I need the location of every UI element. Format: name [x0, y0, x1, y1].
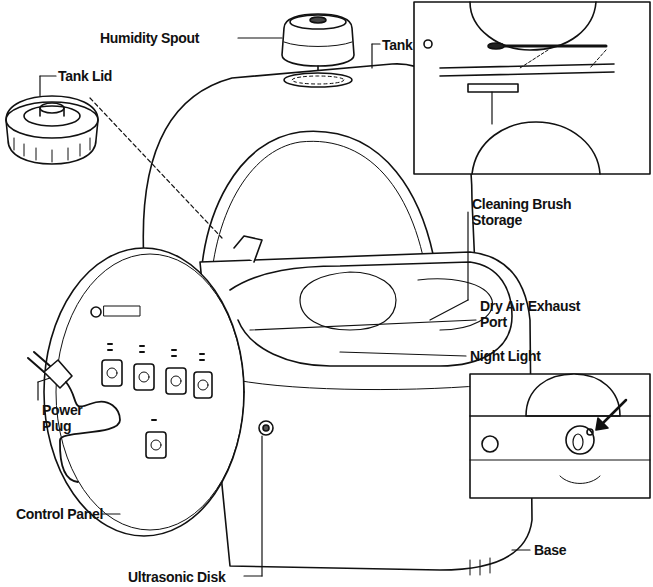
spout-drawing	[282, 14, 354, 66]
leader-lines	[340, 352, 466, 356]
control-panel-drawing	[171, 376, 181, 386]
tank-lid-drawing	[39, 108, 41, 116]
control-panel-drawing	[166, 368, 186, 394]
base-drawing	[263, 425, 269, 431]
part-label: Ultrasonic Disk	[128, 569, 258, 585]
brush-inset	[468, 84, 518, 92]
tank-lid-drawing	[90, 98, 222, 238]
disk-inset	[560, 476, 600, 484]
disk-inset	[566, 426, 594, 454]
tank-lid-drawing	[6, 102, 98, 138]
part-label: Night Light	[470, 348, 570, 364]
disk-inset	[470, 460, 650, 461]
brush-inset	[590, 50, 606, 68]
leader-lines	[102, 38, 530, 576]
part-label: Cleaning Brush Storage	[472, 196, 584, 228]
tank-drawing	[292, 76, 344, 84]
part-label: Base	[534, 542, 594, 558]
leader-lines	[238, 37, 282, 38]
control-panel-drawing	[104, 306, 140, 316]
control-panel-drawing	[198, 380, 208, 390]
tank-lid-drawing	[39, 76, 40, 96]
spout-drawing	[290, 15, 346, 29]
base-drawing	[470, 558, 490, 575]
brush-inset	[440, 72, 614, 76]
leader-lines	[430, 300, 468, 320]
power-plug-drawing	[37, 382, 38, 400]
disk-inset	[470, 415, 650, 417]
brush-inset	[520, 50, 548, 68]
base-drawing	[236, 380, 500, 390]
spout-drawing	[284, 42, 352, 47]
disk-inset	[526, 374, 620, 416]
disk-inset	[596, 418, 608, 430]
brush-inset	[470, 2, 596, 50]
power-plug-drawing	[28, 352, 120, 482]
control-panel-drawing	[102, 360, 122, 386]
control-panel-drawing	[44, 248, 244, 536]
spout-drawing	[310, 17, 326, 23]
control-panel-drawing	[146, 432, 166, 458]
part-label: Dry Air Exhaust Port	[480, 298, 584, 330]
tank-drawing	[371, 44, 372, 68]
base-drawing	[300, 272, 396, 330]
base-drawing	[234, 236, 262, 262]
brush-inset	[472, 122, 600, 174]
control-panel-drawing	[107, 368, 117, 378]
brush-inset	[414, 2, 650, 174]
disk-inset	[600, 400, 626, 426]
leader-lines	[467, 212, 468, 300]
part-label: Control Panel	[16, 506, 116, 522]
part-label: Power Plug	[42, 402, 92, 434]
brush-inset	[500, 45, 606, 48]
control-panel-drawing	[91, 307, 101, 317]
brush-inset	[424, 40, 432, 48]
base-drawing	[259, 421, 273, 435]
power-plug-drawing	[34, 352, 50, 366]
control-panel-drawing	[134, 364, 154, 390]
part-label: Humidity Spout	[100, 30, 240, 46]
leader-lines	[244, 575, 262, 576]
tank-lid-drawing	[6, 96, 98, 164]
disk-inset	[470, 374, 650, 498]
leader-lines	[102, 513, 120, 514]
control-panel-drawing	[151, 440, 161, 450]
brush-inset	[440, 64, 614, 68]
disk-inset	[470, 374, 650, 498]
leader-lines	[512, 549, 530, 550]
control-panel-drawing	[56, 254, 244, 530]
power-plug-drawing	[28, 358, 44, 372]
part-label: Tank Lid	[58, 68, 138, 84]
brush-inset	[488, 43, 504, 49]
tank-lid-drawing	[40, 103, 64, 113]
brush-inset	[414, 2, 650, 174]
control-panel-drawing	[139, 372, 149, 382]
tank-lid-drawing	[63, 108, 65, 116]
tank-lid-drawing	[40, 75, 56, 76]
tank-lid-drawing	[14, 138, 90, 162]
tank-drawing	[372, 43, 380, 44]
base-drawing	[230, 262, 512, 366]
power-plug-drawing	[38, 378, 50, 382]
disk-inset	[573, 434, 583, 450]
tank-drawing	[284, 73, 352, 87]
disk-inset	[482, 436, 498, 452]
leader-lines	[261, 436, 262, 576]
control-panel-drawing	[108, 344, 204, 420]
part-label: Tank	[382, 37, 442, 53]
control-panel-drawing	[194, 372, 212, 398]
brush-inset	[491, 92, 492, 124]
control-panel-drawing	[44, 248, 244, 536]
tank-lid-drawing	[24, 106, 80, 126]
leader-lines	[250, 320, 476, 330]
disk-inset	[587, 429, 593, 435]
tank-lid-drawing	[6, 76, 222, 238]
